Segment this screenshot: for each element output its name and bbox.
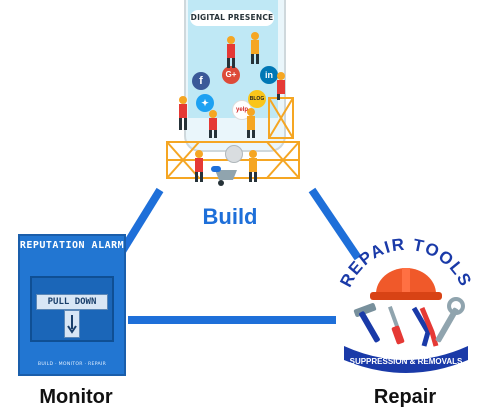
hammer-icon	[353, 303, 380, 343]
screwdriver-icon	[388, 306, 405, 345]
arrow-down-icon	[67, 315, 77, 334]
alarm-title: REPUTATION ALARM	[19, 240, 125, 251]
scaffold-icon	[166, 97, 300, 179]
triangle-right-edge	[308, 187, 362, 261]
scaffold-workers-illustration	[166, 32, 300, 186]
alarm-subtitle: BUILD · MONITOR · REPAIR	[37, 362, 107, 367]
worker-icon	[251, 32, 259, 64]
logo-banner	[344, 346, 468, 373]
repair-tools-logo: REPAIR TOOLS SUPPRESSION & REMOVALS	[336, 236, 474, 373]
logo-subtitle: SUPPRESSION & REMOVALS	[350, 357, 463, 366]
wrench-icon	[435, 297, 465, 343]
wheelbarrow-icon	[211, 166, 237, 186]
alarm-stem	[64, 310, 80, 338]
repair-label: Repair	[373, 386, 437, 408]
worker-icon	[179, 96, 187, 130]
yelp-icon: yelp	[232, 100, 252, 120]
worker-icon	[209, 110, 217, 138]
worker-icon	[249, 150, 257, 182]
linkedin-icon: in	[260, 66, 278, 84]
screen-title: DIGITAL PRESENCE	[190, 10, 274, 26]
google-plus-icon: G+	[222, 66, 240, 84]
phone-home-button	[225, 145, 243, 163]
monitor-label: Monitor	[39, 386, 113, 408]
blog-icon: BLOG	[248, 90, 266, 108]
worker-icon	[247, 108, 255, 138]
pull-down-handle: PULL DOWN	[36, 294, 108, 310]
pliers-icon	[411, 306, 439, 347]
worker-icon	[195, 150, 203, 182]
twitter-icon: ✦	[196, 94, 214, 112]
build-label: Build	[202, 204, 258, 229]
hard-hat-icon	[370, 268, 442, 300]
worker-icon	[277, 72, 285, 100]
facebook-icon: f	[192, 72, 210, 90]
worker-icon	[227, 36, 235, 68]
